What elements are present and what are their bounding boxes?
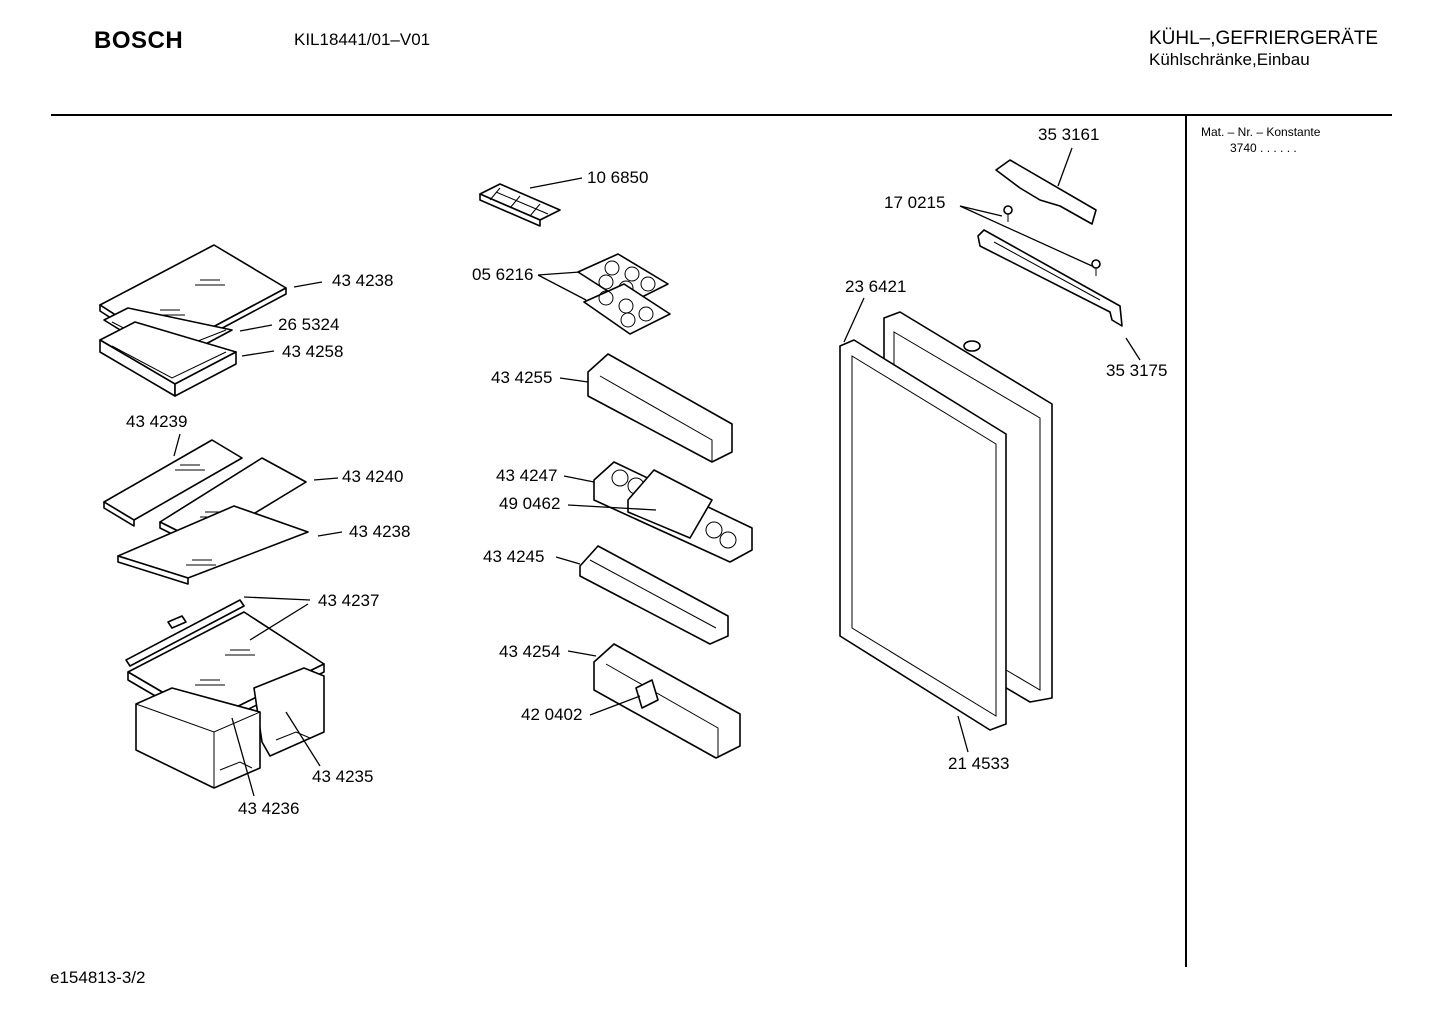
part-label-434247: 43 4247 — [496, 466, 558, 485]
category-title: KÜHL–,GEFRIERGERÄTE — [1149, 28, 1379, 49]
part-label-434258: 43 4258 — [282, 342, 344, 361]
part-label-490462: 49 0462 — [499, 494, 561, 513]
door-shelf-434254[interactable] — [594, 644, 740, 758]
part-label-434245: 43 4245 — [483, 547, 545, 566]
part-label-236421: 23 6421 — [845, 277, 907, 296]
part-label-106850: 10 6850 — [587, 168, 649, 187]
part-label-434255: 43 4255 — [491, 368, 553, 387]
crisper-rail[interactable] — [126, 600, 244, 666]
drawing-id: e154813-3/2 — [50, 968, 146, 987]
category-subtitle: Kühlschränke,Einbau — [1149, 50, 1310, 69]
leader-lines — [174, 148, 1140, 796]
part-label-434238-mid: 43 4238 — [349, 522, 411, 541]
part-label-434254: 43 4254 — [499, 642, 561, 661]
part-label-434237: 43 4237 — [318, 591, 380, 610]
crisper-drawer-left[interactable] — [136, 688, 260, 788]
mounting-screw-1[interactable] — [1004, 206, 1012, 222]
part-label-265324: 26 5324 — [278, 315, 340, 334]
header-divider — [51, 114, 1392, 116]
part-label-353175: 35 3175 — [1106, 361, 1168, 380]
door-hinge-bracket[interactable] — [978, 230, 1122, 326]
door-handle-cover[interactable] — [996, 160, 1096, 224]
door-shelf-434255[interactable] — [588, 354, 732, 462]
part-label-434239: 43 4239 — [126, 412, 188, 431]
model-number: KIL18441/01–V01 — [294, 30, 431, 49]
sidebar-divider — [1185, 116, 1187, 967]
ice-cube-tray[interactable] — [480, 184, 560, 226]
crisper-drawer-right[interactable] — [254, 668, 324, 756]
door-shelf-434245[interactable] — [580, 546, 728, 644]
part-label-434235: 43 4235 — [312, 767, 374, 786]
bottle-retainer-420402[interactable] — [636, 680, 658, 708]
brand-logo: BOSCH — [94, 27, 184, 54]
door-gasket-frame[interactable] — [840, 340, 1006, 730]
part-label-434238-top: 43 4238 — [332, 271, 394, 290]
egg-tray-lower[interactable] — [584, 284, 670, 334]
mat-nr-value: 3740 . . . . . . — [1230, 141, 1297, 155]
mat-nr-label: Mat. – Nr. – Konstante — [1201, 125, 1321, 139]
part-label-353161: 35 3161 — [1038, 125, 1100, 144]
part-label-420402: 42 0402 — [521, 705, 583, 724]
part-label-214533: 21 4533 — [948, 754, 1010, 773]
part-label-170215: 17 0215 — [884, 193, 946, 212]
shelf-tray[interactable] — [100, 322, 236, 396]
part-label-434240: 43 4240 — [342, 467, 404, 486]
butter-lid-490462[interactable] — [628, 470, 712, 538]
mounting-screw-2[interactable] — [1092, 260, 1100, 276]
part-label-056216: 05 6216 — [472, 265, 534, 284]
part-label-434236: 43 4236 — [238, 799, 300, 818]
glass-shelf-lower[interactable] — [118, 506, 308, 584]
split-glass-shelf-left[interactable] — [104, 440, 242, 526]
